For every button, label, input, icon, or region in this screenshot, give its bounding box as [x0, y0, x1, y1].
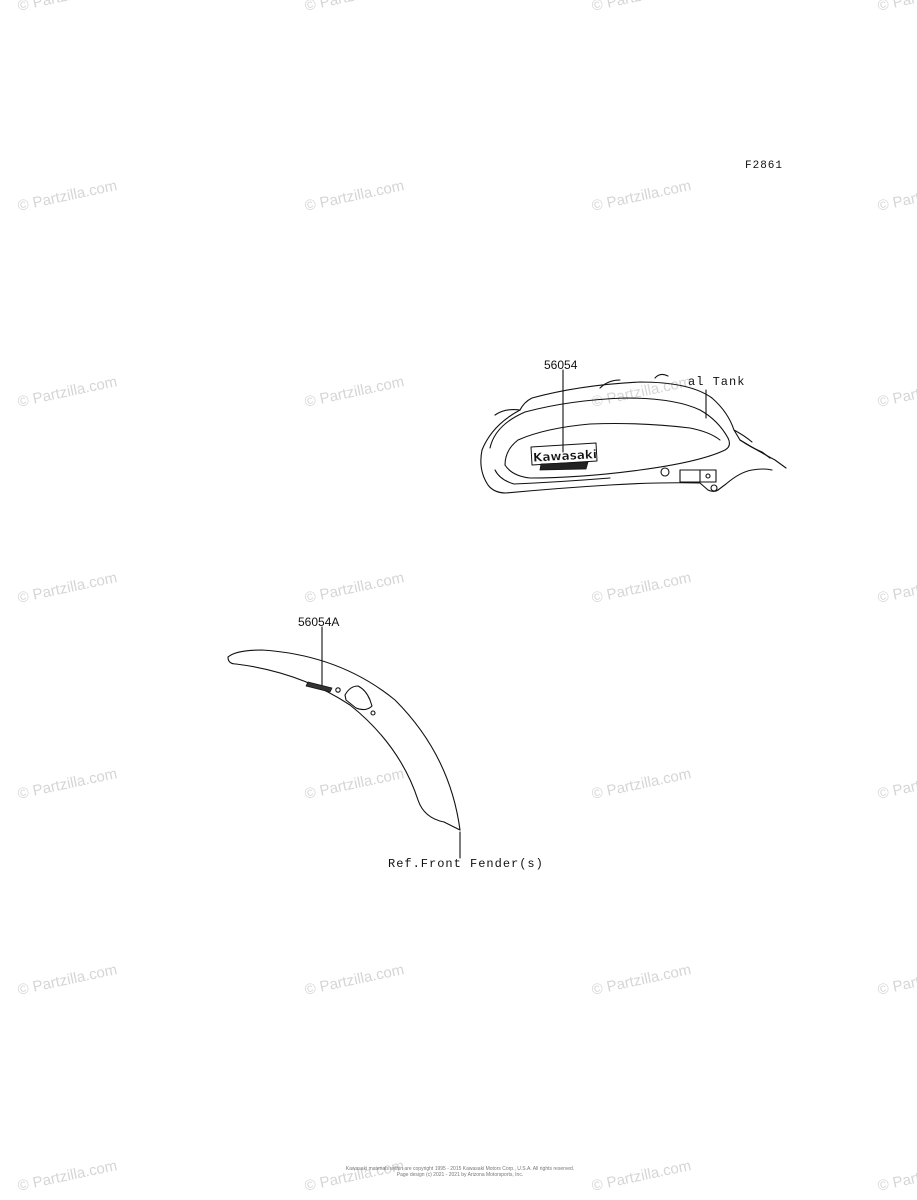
figure-code: F2861: [745, 160, 784, 172]
footer-line: Kawasaki materials within are copyright …: [345, 1166, 575, 1172]
tank-logo-text: Kawasaki: [533, 447, 598, 464]
front-fender-drawing: [227, 649, 461, 831]
fuel-tank-drawing: [480, 373, 787, 494]
footer-line: Page design (c) 2021 - 2021 by Arizona M…: [396, 1172, 524, 1178]
callout-fender-reference: Ref.Front Fender(s): [388, 857, 544, 871]
callout-tank-part-number: 56054: [544, 358, 578, 372]
copyright-footer: Kawasaki materials within are copyright …: [330, 1166, 590, 1178]
callout-fender-part-number: 56054A: [298, 615, 340, 629]
tank-decal: [530, 442, 598, 471]
callout-tank-reference: al Tank: [688, 375, 746, 389]
